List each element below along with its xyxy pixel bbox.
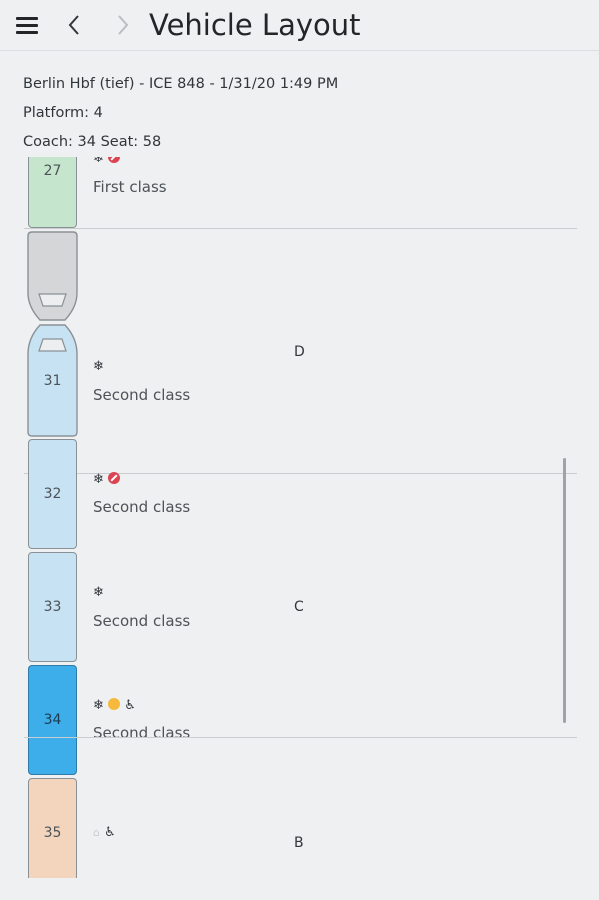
coach-35-amenities: ⌂ ♿ — [93, 825, 116, 841]
train-layout[interactable]: 27 ❄ First class 31 ❄ Second class D 32 … — [0, 157, 599, 878]
sector-label: B — [294, 835, 304, 851]
wheelchair-icon: ♿ — [104, 825, 116, 840]
seat-info: Coach: 34 Seat: 58 — [23, 134, 162, 150]
air-conditioning-icon: ❄ — [93, 359, 104, 374]
coach-number: 33 — [43, 599, 62, 615]
coach-number: 34 — [43, 712, 62, 728]
sector-divider — [24, 473, 577, 474]
coach-31-amenities: ❄ — [93, 359, 104, 375]
power-car[interactable] — [27, 231, 78, 323]
air-conditioning-icon: ❄ — [93, 472, 104, 487]
chevron-right-icon[interactable] — [111, 13, 135, 37]
coach-32-amenities: ❄ — [93, 472, 121, 488]
sector-label: D — [294, 344, 305, 360]
coach-27-amenities: ❄ — [93, 157, 121, 167]
coach-33-class: Second class — [93, 612, 191, 630]
air-conditioning-icon: ❄ — [93, 157, 104, 166]
coach-27[interactable]: 27 — [28, 157, 77, 228]
app-header: Vehicle Layout — [0, 0, 599, 51]
hamburger-icon[interactable] — [16, 16, 38, 34]
coach-number: 31 — [43, 373, 62, 389]
coach-34-class: Second class — [93, 724, 191, 742]
coach-32-class: Second class — [93, 498, 191, 516]
family-area-icon — [108, 698, 121, 710]
platform-info: Platform: 4 — [23, 105, 103, 121]
departure-info: Berlin Hbf (tief) - ICE 848 - 1/31/20 1:… — [23, 76, 339, 92]
coach-34[interactable]: 34 — [28, 665, 77, 775]
vertical-scrollbar[interactable] — [563, 458, 566, 723]
wheelchair-icon: ♿ — [124, 698, 136, 713]
chevron-left-icon[interactable] — [62, 13, 86, 37]
coach-31[interactable] — [27, 324, 78, 438]
bistro-icon: ⌂ — [93, 826, 100, 839]
coach-31-class: Second class — [93, 386, 191, 404]
coach-32[interactable]: 32 — [28, 439, 77, 549]
quiet-zone-icon — [108, 472, 121, 484]
quiet-zone-icon — [108, 157, 121, 163]
page-title: Vehicle Layout — [149, 8, 361, 42]
coach-34-amenities: ❄ ♿ — [93, 698, 136, 714]
sector-divider — [24, 228, 577, 229]
sector-divider — [24, 737, 577, 738]
coach-number: 32 — [43, 486, 62, 502]
coach-35[interactable]: 35 — [28, 778, 77, 878]
coach-number: 27 — [43, 163, 62, 179]
air-conditioning-icon: ❄ — [93, 698, 104, 713]
coach-number: 35 — [43, 825, 62, 841]
coach-33[interactable]: 33 — [28, 552, 77, 662]
sector-label: C — [294, 599, 304, 615]
coach-33-amenities: ❄ — [93, 585, 104, 601]
coach-27-class: First class — [93, 178, 167, 196]
air-conditioning-icon: ❄ — [93, 585, 104, 600]
